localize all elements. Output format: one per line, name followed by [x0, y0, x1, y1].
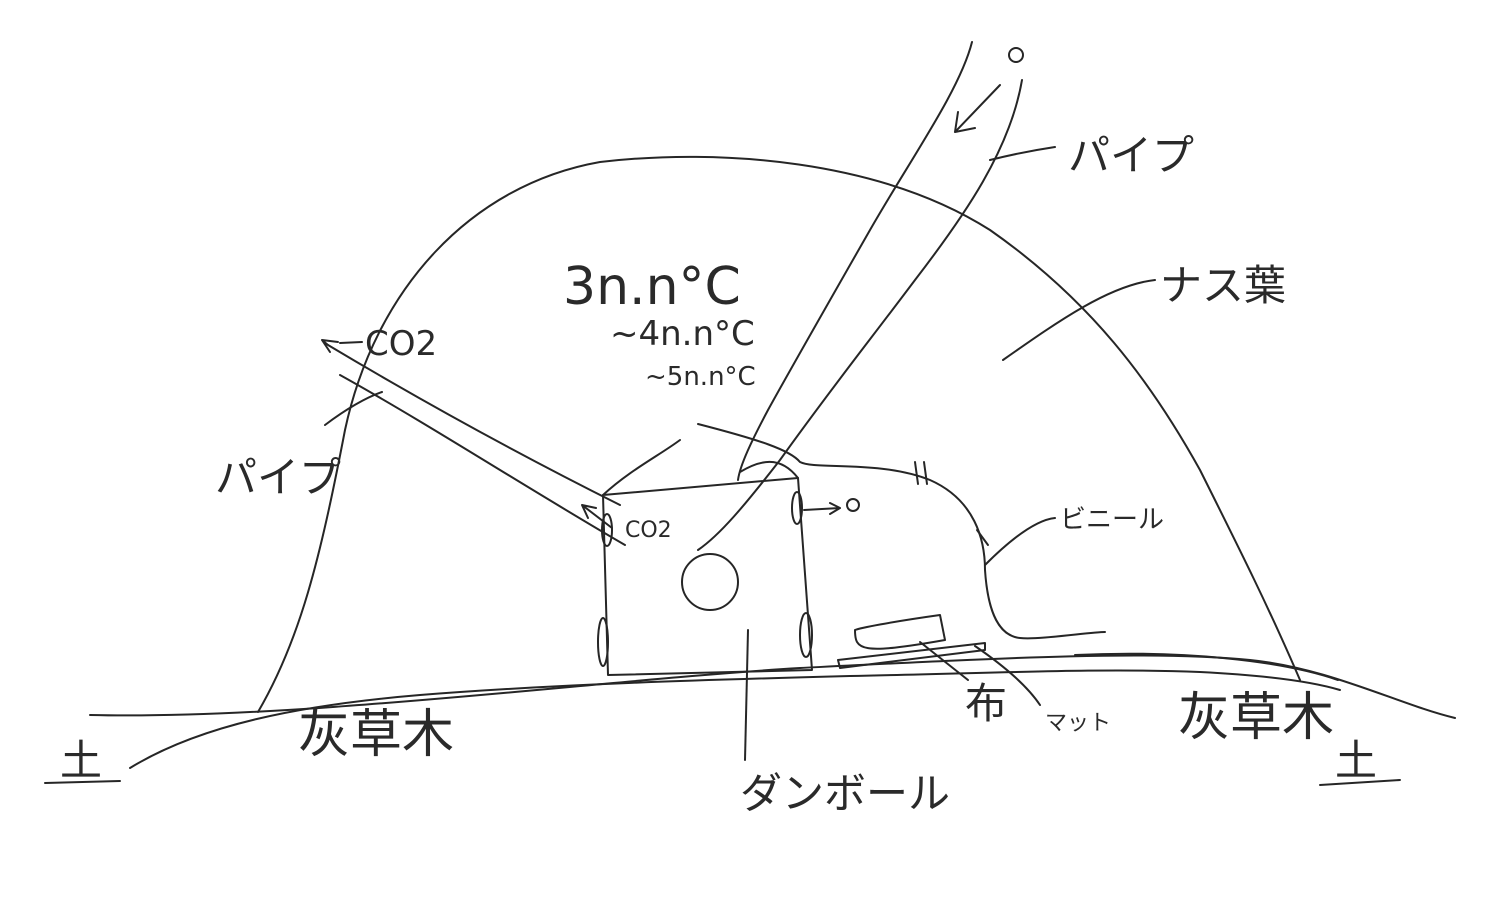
co2-pipe-arrow: [321, 339, 339, 353]
cloth-label: 布: [965, 679, 1007, 728]
co2-pipe-lower-edge: [339, 374, 626, 546]
ground-line-top-right: [1074, 652, 1339, 681]
box-hole-upper-right: [791, 491, 803, 525]
cardboard-box-top-left: [602, 439, 681, 496]
cloth-pad: [854, 614, 946, 650]
oxygen-outlet-arrow: [803, 502, 841, 515]
vinyl-cut-mark-3: [976, 529, 989, 546]
vinyl-label: ビニール: [1060, 505, 1164, 535]
leader-vinyl: [984, 517, 1056, 566]
mat-strip: [837, 642, 986, 669]
box-hole-lower-left: [597, 617, 609, 667]
ground-line-lower: [129, 669, 1341, 769]
box-hole-center: [681, 553, 739, 611]
pipe-label-left: パイプ: [215, 453, 341, 502]
main-pipe-right-edge: [697, 79, 1023, 551]
leader-nasu-leaf: [1002, 279, 1156, 361]
leader-co2-top: [339, 341, 363, 344]
ash-label-right: 灰草木: [1178, 688, 1334, 748]
main-pipe-left-edge: [737, 41, 973, 481]
vinyl-sheet: [697, 423, 1106, 640]
temperature-line-1: 3n.n°C: [563, 257, 741, 317]
cardboard-label: ダンボール: [740, 769, 950, 818]
leader-pipe-right: [989, 146, 1056, 161]
leader-pipe-left: [324, 391, 383, 426]
leader-mat: [974, 645, 1041, 706]
mat-label: マット: [1045, 711, 1111, 736]
vinyl-cut-mark-1: [914, 461, 919, 485]
leaf-mound-outline: [257, 155, 1301, 713]
temperature-line-2: ~4n.n°C: [610, 314, 755, 354]
soil-right-underline: [1319, 779, 1401, 786]
main-pipe-arrow: [954, 84, 1001, 133]
leader-cloth: [919, 641, 969, 681]
oxygen-outlet-circle: [846, 498, 860, 512]
co2-pipe-upper-edge: [327, 344, 621, 506]
temperature-line-3: ~5n.n°C: [645, 362, 756, 392]
co2-box-arrow: [581, 504, 613, 529]
soil-left-underline: [44, 780, 121, 784]
vinyl-cut-mark-2: [923, 461, 928, 485]
nasu-leaf-label: ナス葉: [1160, 261, 1286, 310]
co2-label-box: CO2: [625, 518, 672, 543]
cardboard-box-top-right: [739, 460, 799, 479]
ash-label-left: 灰草木: [298, 705, 454, 765]
soil-label-right: 土: [1335, 736, 1377, 785]
cardboard-box-front: [602, 477, 813, 676]
main-pipe-oxygen-circle: [1008, 47, 1024, 63]
box-hole-lower-right: [799, 612, 813, 658]
pipe-label-right: パイプ: [1068, 131, 1194, 180]
soil-label-left: 土: [60, 736, 102, 785]
box-hole-upper-left: [601, 513, 613, 547]
co2-label-top: CO2: [365, 324, 437, 364]
leader-cardboard: [744, 629, 749, 761]
